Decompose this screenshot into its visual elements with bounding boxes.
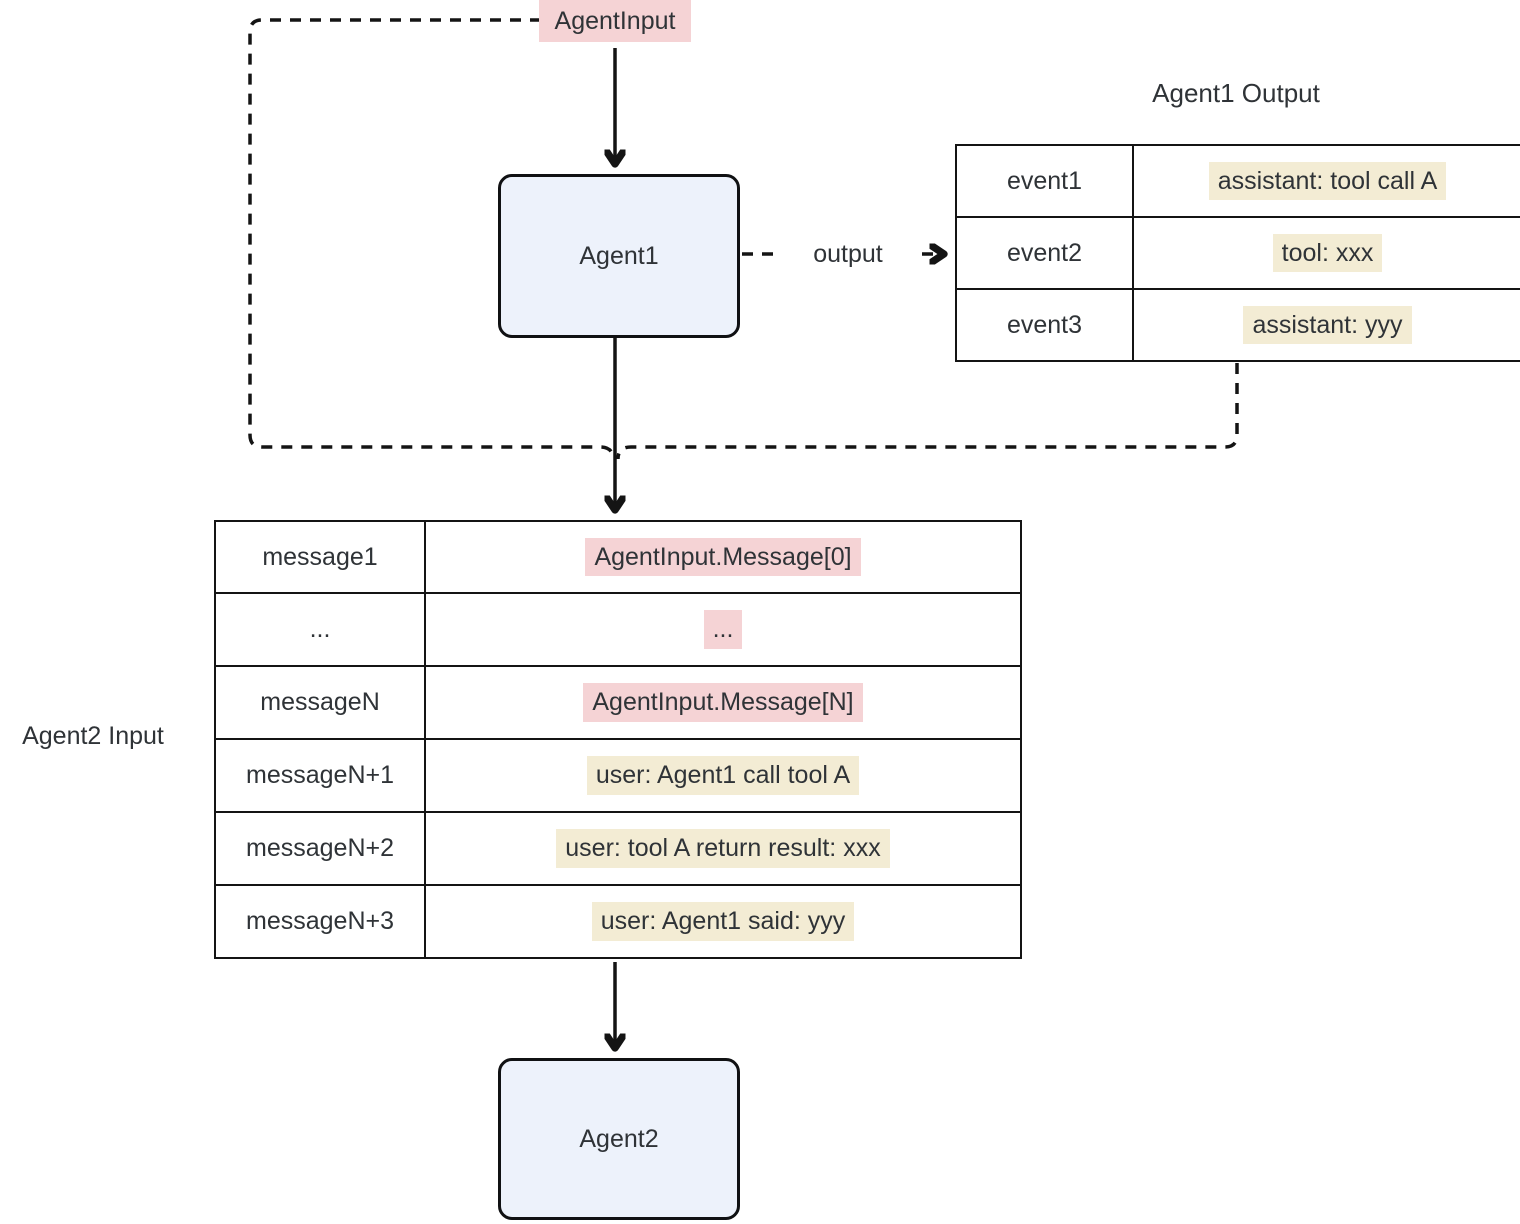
table-row: messageN AgentInput.Message[N]: [214, 665, 1022, 740]
row-key: event3: [1006, 310, 1083, 339]
agent1-output-title: Agent1 Output: [1152, 78, 1320, 108]
agent2-input-table: message1 AgentInput.Message[0] ... ... m…: [214, 520, 1022, 959]
row-key: event2: [1006, 238, 1083, 267]
agent1-node-label: Agent1: [579, 241, 659, 270]
row-value-highlight: tool: xxx: [1272, 233, 1383, 273]
row-key: messageN+1: [246, 761, 394, 789]
row-key: event1: [1006, 166, 1083, 195]
table-row: messageN+3 user: Agent1 said: yyy: [214, 884, 1022, 959]
agent2-node-label: Agent2: [579, 1124, 659, 1153]
row-key: message1: [262, 542, 378, 571]
edge-agent1output-loop: [616, 363, 1239, 460]
table-row: event2 tool: xxx: [955, 216, 1520, 290]
agent1-node: Agent1: [498, 174, 740, 338]
table-row: ... ...: [214, 592, 1022, 667]
agent-input-label: AgentInput: [539, 0, 691, 42]
row-value-highlight: assistant: tool call A: [1208, 161, 1447, 201]
table-row: messageN+1 user: Agent1 call tool A: [214, 738, 1022, 813]
row-value-highlight: AgentInput.Message[N]: [583, 683, 863, 722]
row-key: ...: [309, 615, 331, 643]
agent1-output-table: event1 assistant: tool call A event2 too…: [955, 144, 1520, 362]
row-key: messageN+3: [246, 907, 394, 935]
row-value-highlight: ...: [703, 610, 743, 649]
table-row: event3 assistant: yyy: [955, 288, 1520, 362]
row-value-highlight: assistant: yyy: [1243, 305, 1412, 345]
table-row: message1 AgentInput.Message[0]: [214, 520, 1022, 594]
agent2-node: Agent2: [498, 1058, 740, 1220]
row-key: messageN: [260, 688, 380, 716]
edge-label-output: output: [782, 237, 914, 271]
row-value-highlight: user: Agent1 call tool A: [586, 756, 860, 795]
table-row: messageN+2 user: tool A return result: x…: [214, 811, 1022, 886]
edge-agentinput-loop: [248, 18, 615, 460]
row-key: messageN+2: [246, 834, 394, 862]
row-value-highlight: user: tool A return result: xxx: [556, 829, 890, 868]
table-row: event1 assistant: tool call A: [955, 144, 1520, 218]
row-value-highlight: AgentInput.Message[0]: [585, 537, 861, 577]
agent2-input-title: Agent2 Input: [22, 722, 164, 750]
row-value-highlight: user: Agent1 said: yyy: [591, 902, 855, 941]
